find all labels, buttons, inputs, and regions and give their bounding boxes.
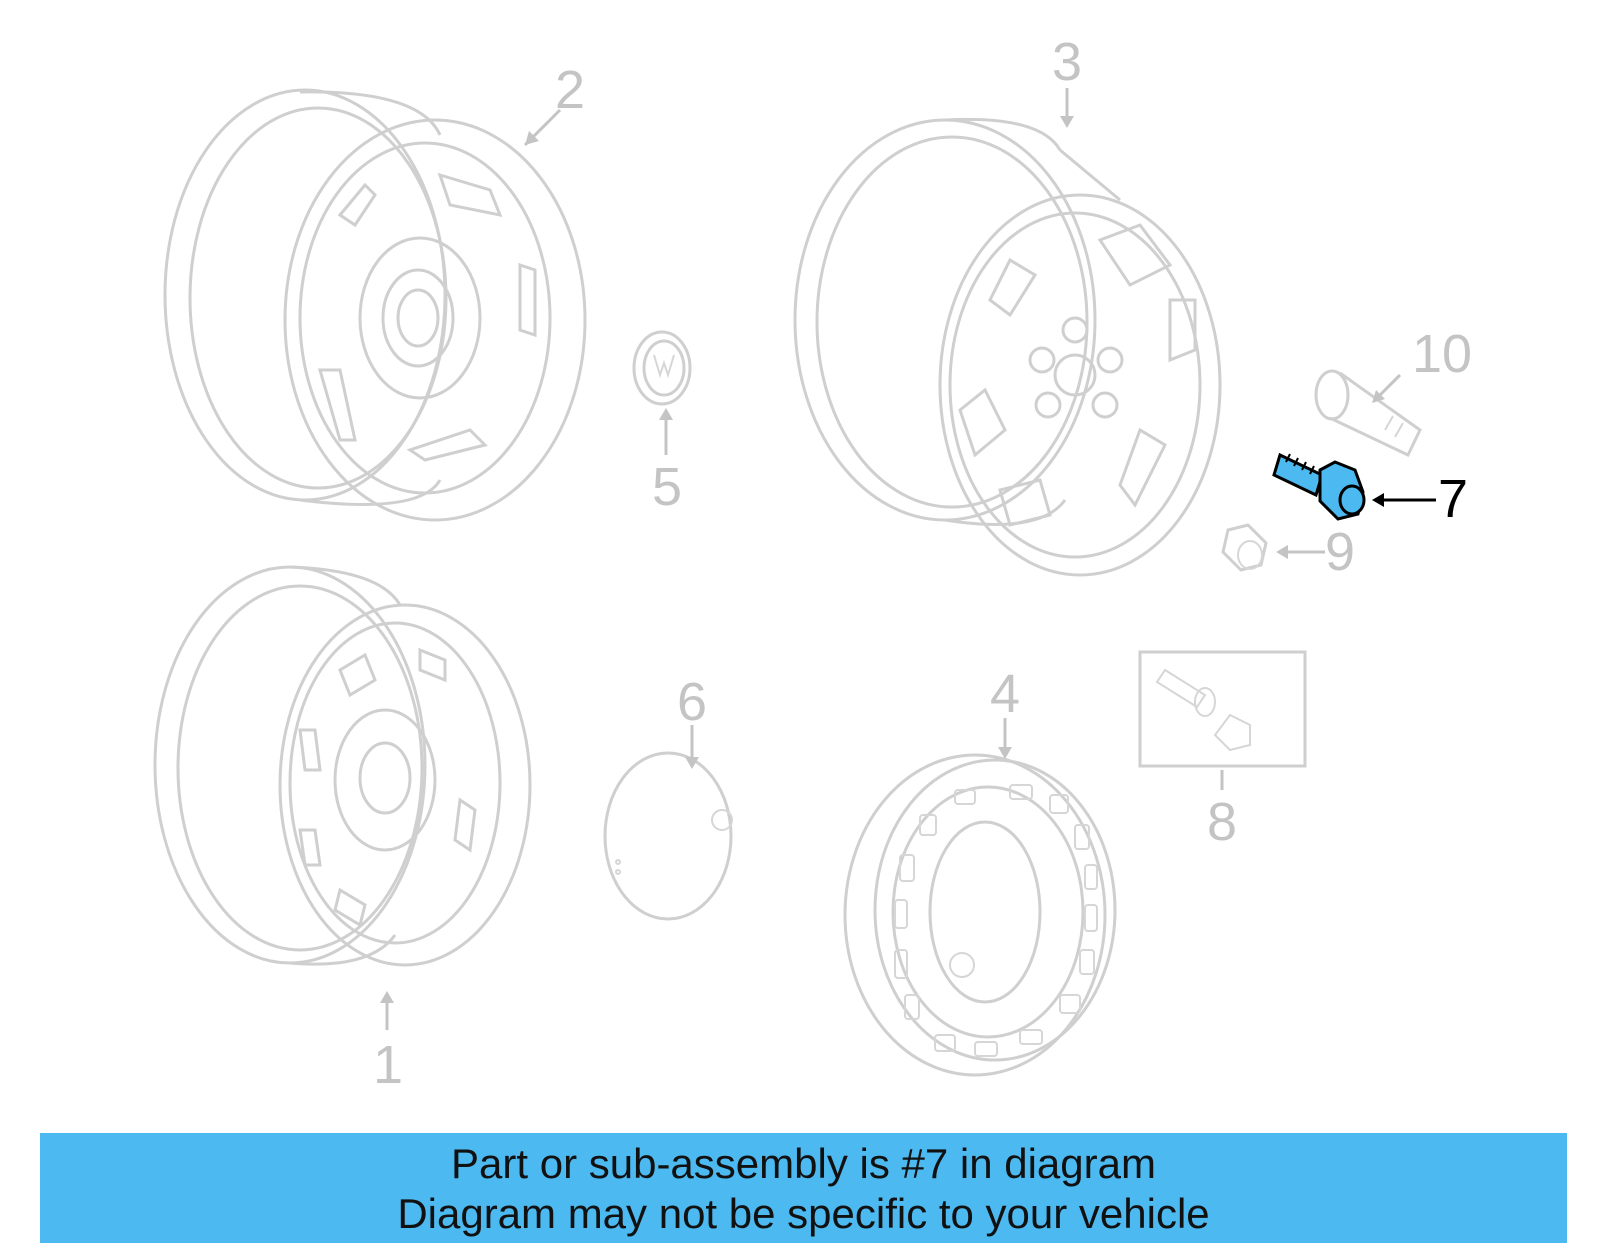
part-3-wheel[interactable]	[793, 117, 1222, 577]
callout-5: 5	[652, 457, 682, 517]
banner-line-1: Part or sub-assembly is #7 in diagram	[451, 1140, 1156, 1187]
callout-6: 6	[677, 672, 707, 732]
callout-9: 9	[1325, 522, 1355, 582]
callout-3: 3	[1052, 32, 1082, 92]
part-4-wheel-cover[interactable]	[843, 753, 1117, 1077]
part-7-lug-bolt[interactable]	[1272, 452, 1366, 521]
callout-8: 8	[1207, 792, 1237, 852]
leader-lines	[380, 88, 1436, 1030]
part-10-valve-stem[interactable]	[1314, 369, 1422, 457]
part-6-hubcap[interactable]	[603, 751, 733, 921]
part-1-wheel[interactable]	[153, 565, 532, 967]
callout-1: 1	[373, 1035, 403, 1095]
callout-10: 10	[1412, 324, 1472, 384]
callout-7: 7	[1438, 469, 1468, 529]
callout-4: 4	[990, 664, 1020, 724]
banner-line-2: Diagram may not be specific to your vehi…	[397, 1190, 1210, 1237]
parts-diagram: 2 3 5 10 7 9 6 4 8 1	[153, 32, 1472, 1095]
info-banner: Part or sub-assembly is #7 in diagram Di…	[40, 1133, 1567, 1243]
part-9-lug-nut[interactable]	[1221, 523, 1268, 572]
part-8-kit[interactable]	[1138, 650, 1307, 768]
part-5-emblem[interactable]	[632, 330, 692, 406]
callout-2: 2	[555, 60, 585, 120]
part-2-wheel[interactable]	[163, 88, 587, 522]
